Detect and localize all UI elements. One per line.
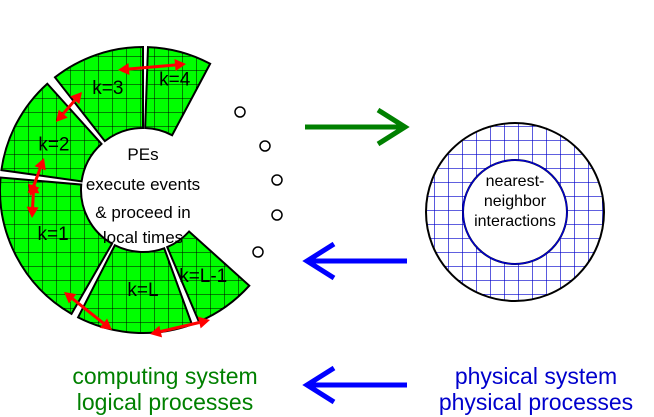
gap-dot <box>271 209 283 221</box>
arrowhead <box>26 206 39 218</box>
computing-center-text: PEs execute events & proceed in local ti… <box>86 145 200 247</box>
arrowhead <box>27 182 40 194</box>
caption-physical-system: physical system <box>455 363 617 389</box>
mapping-arrow-top <box>305 107 410 147</box>
arrowhead <box>70 92 82 105</box>
gap-dot <box>271 174 283 186</box>
ring-segment <box>0 82 103 183</box>
segment-label: k=L <box>127 280 158 301</box>
gap-dot <box>259 140 271 152</box>
center-line-2: execute events <box>86 175 200 194</box>
segment-label: k=1 <box>38 224 69 245</box>
communication-arrow <box>62 99 76 115</box>
center-line-4: local times <box>103 228 183 247</box>
communication-arrow <box>71 297 105 325</box>
caption-logical-processes: logical processes <box>77 389 253 415</box>
physical-center-line-2: neighbor <box>484 193 547 210</box>
ring-segment <box>144 46 212 137</box>
arrowhead <box>34 158 46 171</box>
physical-center-line-1: nearest- <box>486 173 545 190</box>
communication-arrow <box>32 167 42 187</box>
communication-arrow <box>128 63 176 71</box>
segment-label: k=4 <box>159 69 191 90</box>
communication-arrow <box>160 321 200 333</box>
communication-arrow <box>31 192 35 208</box>
mapping-arrow-middle <box>302 241 407 281</box>
center-line-3: & proceed in <box>95 203 190 222</box>
arrowhead <box>56 109 68 122</box>
arrowhead <box>64 292 77 304</box>
arrowhead <box>99 318 112 330</box>
arrowhead <box>174 58 186 71</box>
gap-dots <box>234 106 283 258</box>
gap-dot <box>252 246 264 258</box>
mapping-arrow-bottom <box>302 365 407 405</box>
center-line-1: PEs <box>127 145 158 164</box>
arrowhead <box>197 316 210 329</box>
gap-dot <box>234 106 246 118</box>
caption-physical-processes: physical processes <box>439 389 633 415</box>
arrowhead <box>150 325 163 338</box>
ring-segment <box>0 176 114 316</box>
communication-arrows <box>26 58 210 338</box>
caption-computing-system: computing system <box>72 363 257 389</box>
physical-system-ring: nearest- neighbor interactions <box>424 122 606 302</box>
segment-label: k=3 <box>92 78 123 99</box>
physical-center-line-3: interactions <box>474 213 556 230</box>
segment-label: k=2 <box>38 135 69 156</box>
segment-label: k=L-1 <box>179 266 227 287</box>
arrowhead <box>118 63 130 76</box>
